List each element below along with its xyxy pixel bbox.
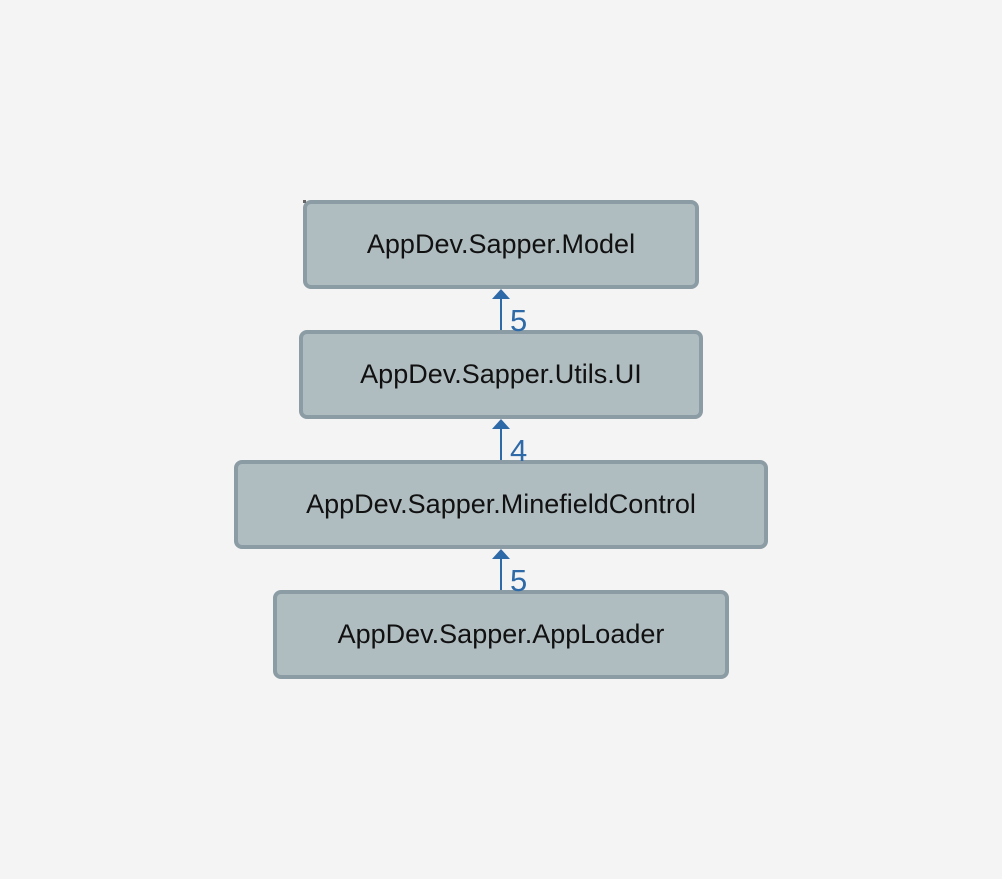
edge-utils-to-model xyxy=(492,289,510,330)
edge-count-label: 5 xyxy=(510,303,528,338)
node-appdev-sapper-utils-ui[interactable]: AppDev.Sapper.Utils.UI xyxy=(299,330,703,419)
node-label: AppDev.Sapper.Model xyxy=(366,229,636,259)
arrowhead-icon xyxy=(492,549,510,559)
edge-count-label: 4 xyxy=(510,433,528,468)
corner-mark xyxy=(303,200,306,203)
edge-loader-to-mine xyxy=(492,549,510,590)
node-label: AppDev.Sapper.AppLoader xyxy=(337,619,665,649)
node-label: AppDev.Sapper.MinefieldControl xyxy=(306,489,696,519)
node-appdev-sapper-minefieldcontrol[interactable]: AppDev.Sapper.MinefieldControl xyxy=(234,460,768,549)
edge-mine-to-utils xyxy=(492,419,510,460)
arrowhead-icon xyxy=(492,289,510,299)
node-appdev-sapper-apploader[interactable]: AppDev.Sapper.AppLoader xyxy=(273,590,729,679)
node-appdev-sapper-model[interactable]: AppDev.Sapper.Model xyxy=(303,200,699,289)
edge-count-label: 5 xyxy=(510,563,528,598)
node-label: AppDev.Sapper.Utils.UI xyxy=(360,359,642,389)
arrowhead-icon xyxy=(492,419,510,429)
